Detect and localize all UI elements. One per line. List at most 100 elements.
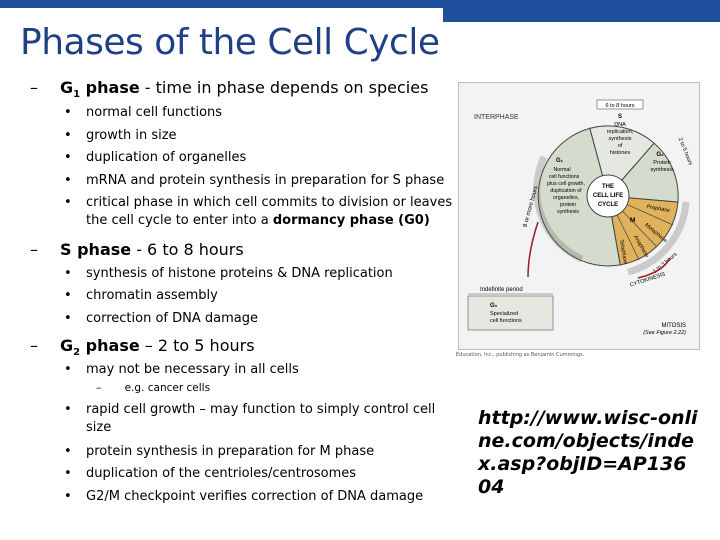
see-figure: (See Figure 2.22) bbox=[643, 330, 686, 336]
phase-name: G bbox=[60, 78, 74, 97]
m-wedge bbox=[607, 195, 679, 266]
bullet-dot: • bbox=[64, 489, 72, 504]
bullet-dot: • bbox=[64, 266, 72, 281]
bullet-dot: • bbox=[64, 195, 72, 210]
g1-text-7: synthesis bbox=[557, 209, 579, 215]
dash: – bbox=[30, 240, 38, 259]
cell-cycle-figure: INTERPHASE THE CELL LIFE CYCLE 6 to 8 ho… bbox=[458, 82, 700, 350]
bullet-dot: • bbox=[64, 402, 72, 417]
m-outer-arc bbox=[627, 201, 690, 276]
bullet-text: normal cell functions bbox=[86, 105, 223, 120]
g1-text-1: Normal bbox=[553, 167, 570, 173]
s-hours-box bbox=[596, 99, 644, 110]
bullet-dot: • bbox=[64, 128, 72, 143]
external-link[interactable]: http://www.wisc-online.com/objects/index… bbox=[478, 407, 698, 499]
g2-subnote: – e.g. cancer cells bbox=[96, 382, 210, 394]
phase-desc: - 6 to 8 hours bbox=[131, 240, 244, 259]
bullet-text: synthesis of histone proteins & DNA repl… bbox=[86, 266, 393, 281]
phase-name: G bbox=[60, 336, 74, 355]
dash: – bbox=[30, 78, 38, 97]
g0-text-2: cell functions bbox=[490, 318, 522, 324]
interphase-label: INTERPHASE bbox=[474, 114, 519, 121]
bullet-dot: • bbox=[64, 311, 72, 326]
g2-bullet-1: •may not be necessary in all cells bbox=[64, 361, 299, 379]
g1-bullet-5: • critical phase in which cell commits to… bbox=[64, 194, 454, 230]
prophase-label: Prophase bbox=[646, 204, 670, 214]
telophase-label: Telophase bbox=[618, 239, 628, 265]
g1-bullet-2: • growth in size bbox=[64, 127, 177, 145]
bullet-text: protein synthesis in preparation for M p… bbox=[86, 444, 375, 459]
slide-title: Phases of the Cell Cycle bbox=[20, 22, 440, 63]
s-text-4: of bbox=[618, 143, 623, 149]
bullet-text: G2/M checkpoint verifies correction of D… bbox=[86, 489, 424, 504]
phase-name: S phase bbox=[60, 240, 132, 259]
dormancy-phrase: dormancy phase (G0) bbox=[272, 213, 430, 228]
arrow-cytokinesis bbox=[637, 257, 671, 279]
dash: – bbox=[96, 382, 102, 394]
g1-outer-arc bbox=[533, 155, 584, 263]
indefinite-label: Indefinite period bbox=[480, 287, 523, 293]
bullet-text: rapid cell growth – may function to simp… bbox=[86, 402, 436, 435]
mitosis-label: MITOSIS bbox=[661, 323, 686, 329]
phase-suffix: phase bbox=[80, 336, 140, 355]
bullet-text: correction of DNA damage bbox=[86, 311, 258, 326]
bullet-dot: • bbox=[64, 288, 72, 303]
g1-wedge bbox=[537, 127, 621, 267]
g2-heading: – G2 phase – 2 to 5 hours bbox=[30, 336, 255, 358]
g0-text-1: Specialized bbox=[490, 311, 518, 317]
s-hours: 6 to 8 hours bbox=[605, 103, 634, 109]
bullet-dot: • bbox=[64, 105, 72, 120]
s-bullet-1: • synthesis of histone proteins & DNA rep… bbox=[64, 265, 393, 283]
g1-text-3: plus cell growth, bbox=[547, 181, 585, 187]
g1-text-6: protein bbox=[560, 202, 576, 208]
phase-desc: – 2 to 5 hours bbox=[139, 336, 255, 355]
g2-bullet-2: • rapid cell growth – may function to sim… bbox=[64, 401, 446, 437]
bullet-dot: • bbox=[64, 150, 72, 165]
dash: – bbox=[30, 336, 38, 355]
bullet-text: chromatin assembly bbox=[86, 288, 218, 303]
s-text-5: histones bbox=[610, 150, 631, 156]
center-circle bbox=[586, 174, 630, 218]
title-background bbox=[0, 8, 443, 70]
g2-text-2: synthesis bbox=[651, 167, 674, 173]
g2-label: G₂ bbox=[656, 152, 664, 158]
bullet-text: mRNA and protein synthesis in preparatio… bbox=[86, 173, 445, 188]
g1-label: G₁ bbox=[556, 158, 564, 164]
link-text[interactable]: http://www.wisc-online.com/objects/index… bbox=[478, 407, 698, 498]
phase-subscript: 2 bbox=[73, 347, 81, 359]
figure-credit: Education, Inc., publishing as Benjamin … bbox=[456, 352, 585, 358]
g0-box bbox=[467, 295, 554, 331]
s-text-3: synthesis bbox=[609, 136, 632, 142]
subnote-text: e.g. cancer cells bbox=[124, 382, 211, 394]
bullet-text: duplication of organelles bbox=[86, 150, 247, 165]
bullet-dot: • bbox=[64, 444, 72, 459]
g2-bullet-4: • duplication of the centrioles/centrosom… bbox=[64, 465, 357, 483]
arrow-g0 bbox=[527, 221, 539, 278]
s-heading: – S phase - 6 to 8 hours bbox=[30, 240, 244, 259]
g2-text-1: Protein bbox=[653, 160, 670, 166]
bullet-text: may not be necessary in all cells bbox=[86, 362, 299, 377]
center-line-3: CYCLE bbox=[598, 202, 618, 208]
g1-text-2: cell functions bbox=[549, 174, 580, 180]
phase-desc: - time in phase depends on species bbox=[139, 78, 429, 97]
bullet-text: duplication of the centrioles/centrosome… bbox=[86, 466, 357, 481]
g2-bullet-5: • G2/M checkpoint verifies correction of … bbox=[64, 488, 424, 506]
g1-text-5: organelles, bbox=[553, 195, 579, 201]
g1-bullet-3: • duplication of organelles bbox=[64, 149, 247, 167]
s-text-2: replication, bbox=[607, 129, 634, 135]
g0-label: G₀ bbox=[490, 303, 498, 309]
bullet-text: growth in size bbox=[86, 128, 177, 143]
s-label: S bbox=[618, 114, 622, 120]
phase-subscript: 1 bbox=[73, 89, 81, 101]
g1-bullet-1: • normal cell functions bbox=[64, 104, 223, 122]
g1-heading: –G1 phase - time in phase depends on spe… bbox=[30, 78, 428, 100]
m-label: M bbox=[630, 217, 635, 224]
center-line-1: THE bbox=[602, 184, 614, 190]
g1-text-4: duplication of bbox=[550, 188, 582, 194]
bullet-dot: • bbox=[64, 466, 72, 481]
g2-bullet-3: • protein synthesis in preparation for M … bbox=[64, 443, 375, 461]
s-text-1: DNA bbox=[614, 122, 626, 128]
s-bullet-3: • correction of DNA damage bbox=[64, 310, 258, 328]
bullet-text: critical phase in which cell commits to … bbox=[86, 195, 453, 228]
s-bullet-2: • chromatin assembly bbox=[64, 287, 218, 305]
